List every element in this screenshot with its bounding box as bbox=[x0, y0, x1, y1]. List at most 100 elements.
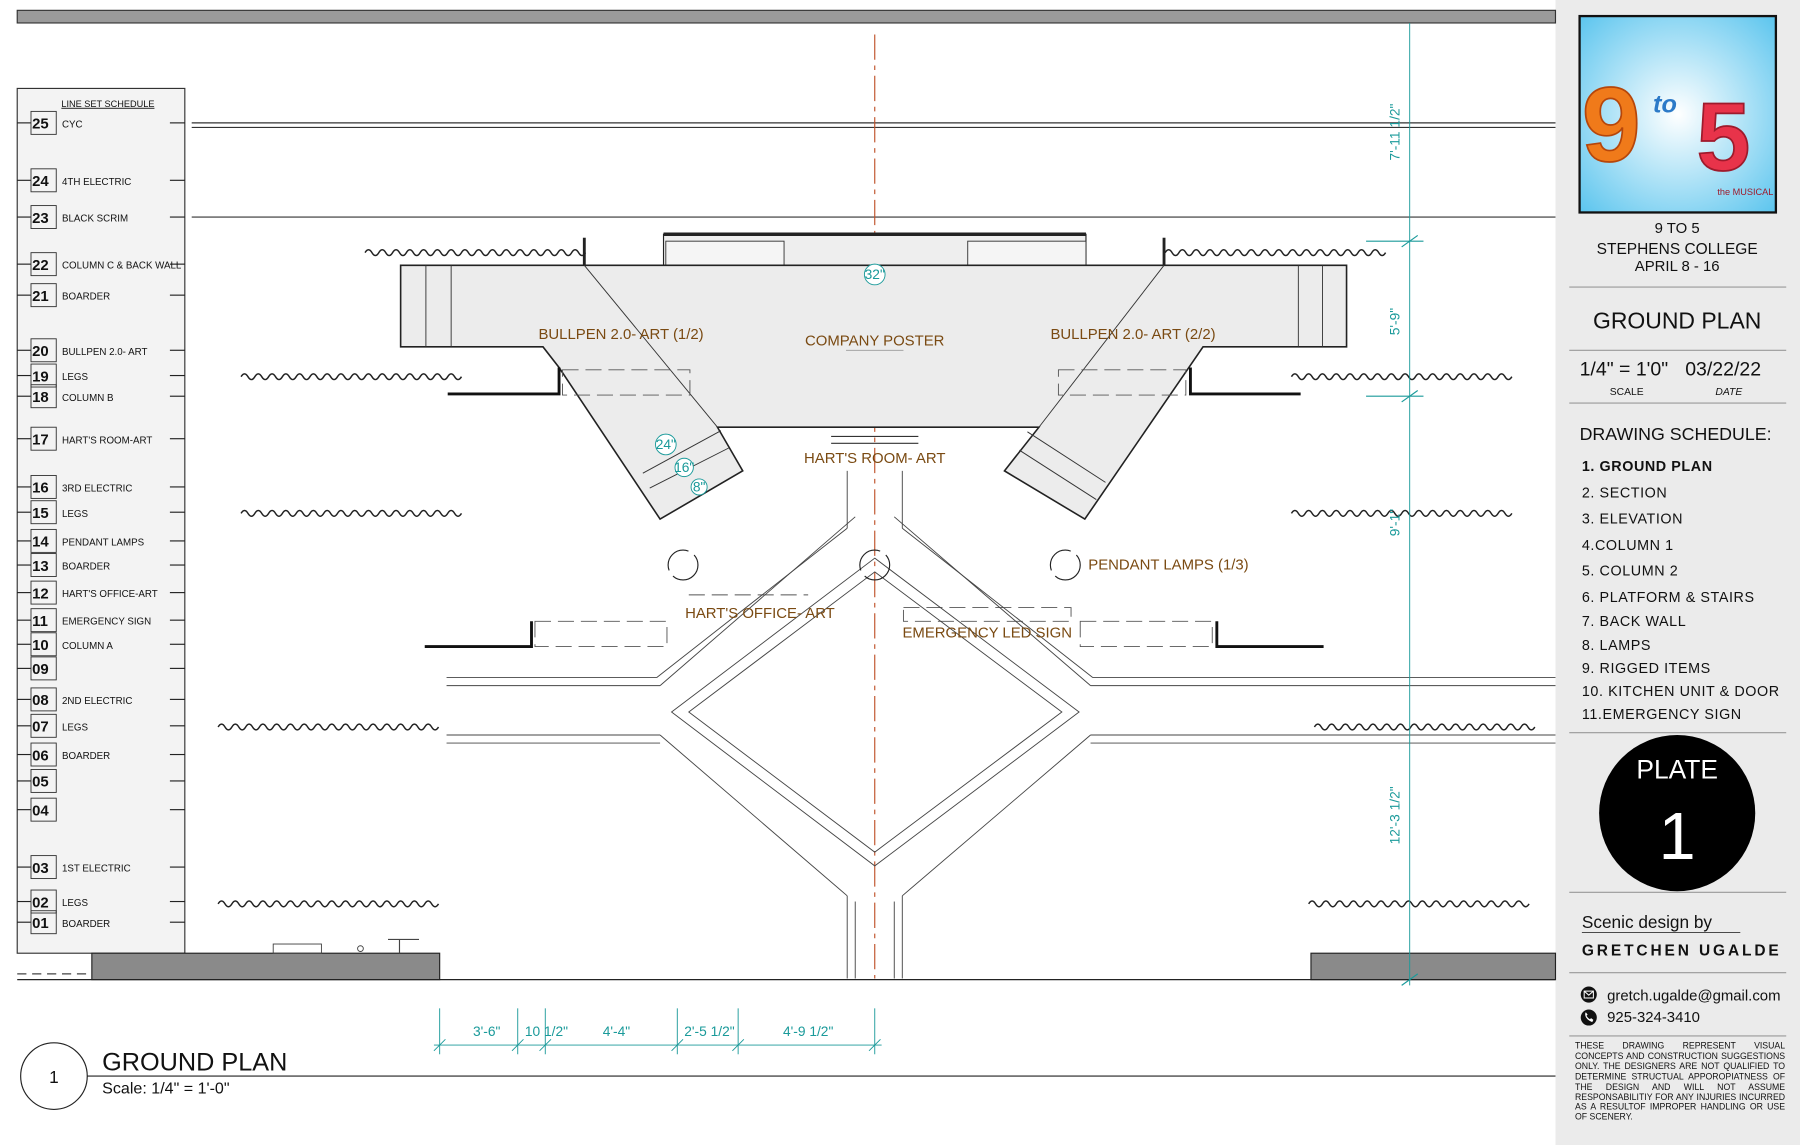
step-height-24: 24" bbox=[656, 437, 676, 452]
line-set-label: 3RD ELECTRIC bbox=[62, 484, 132, 495]
office-flats bbox=[534, 594, 1213, 648]
line-set-row: 21 BOARDER bbox=[17, 283, 185, 308]
horizontal-dimension: 3'-6" 10 1/2" 4'-4" 2'-5 1/2" 4'-9 1/2" bbox=[433, 1008, 882, 1055]
drawing-schedule-item: 11.EMERGENCY SIGN bbox=[1582, 707, 1742, 723]
line-set-label: LEGS bbox=[62, 509, 89, 520]
show-name: 9 TO 5 bbox=[1655, 220, 1700, 237]
designer-name: GRETCHEN UGALDE bbox=[1582, 943, 1782, 960]
line-set-number: 22 bbox=[32, 257, 49, 274]
line-set-number: 18 bbox=[32, 389, 49, 406]
masking-legs bbox=[217, 249, 1536, 908]
dim-horizontal-1: 3'-6" bbox=[473, 1024, 501, 1039]
line-set-number: 04 bbox=[32, 802, 49, 819]
label-harts-office: HART'S OFFICE- ART bbox=[685, 605, 835, 622]
line-set-number: 21 bbox=[32, 288, 49, 305]
line-set-row: 09 bbox=[17, 656, 185, 681]
drawing-scale: Scale: 1/4" = 1'-0" bbox=[102, 1079, 230, 1097]
label-harts-room: HART'S ROOM- ART bbox=[804, 450, 945, 467]
drawing-schedule-item: 6. PLATFORM & STAIRS bbox=[1582, 590, 1755, 606]
masking-leg-wave bbox=[217, 900, 440, 908]
line-set-row: 20 BULLPEN 2.0- ART bbox=[17, 338, 185, 363]
line-set-label: HART'S ROOM-ART bbox=[62, 435, 152, 446]
masking-leg-wave bbox=[240, 373, 463, 381]
line-set-number: 24 bbox=[32, 173, 49, 190]
line-set-row: 06 BOARDER bbox=[17, 742, 185, 767]
scale-value: 1/4" = 1'0" bbox=[1580, 359, 1669, 381]
line-set-row: 16 3RD ELECTRIC bbox=[17, 474, 185, 499]
label-emergency-sign: EMERGENCY LED SIGN bbox=[902, 624, 1071, 641]
line-set-number: 25 bbox=[32, 116, 49, 133]
scale-label: SCALE bbox=[1610, 387, 1644, 398]
masking-leg-wave bbox=[1164, 249, 1387, 257]
drawing-schedule-title: DRAWING SCHEDULE: bbox=[1580, 424, 1772, 444]
label-pendant-lamps: PENDANT LAMPS (1/3) bbox=[1088, 557, 1248, 574]
line-set-row: 23 BLACK SCRIM bbox=[17, 205, 185, 229]
line-set-number: 08 bbox=[32, 692, 49, 709]
line-set-number: 15 bbox=[32, 505, 49, 522]
step-height-16: 16" bbox=[674, 460, 694, 475]
line-set-number: 20 bbox=[32, 343, 49, 360]
line-set-label: BULLPEN 2.0- ART bbox=[62, 347, 147, 358]
line-set-label: 4TH ELECTRIC bbox=[62, 177, 131, 188]
line-set-number: 06 bbox=[32, 747, 49, 764]
sheet-title: GROUND PLAN bbox=[1593, 307, 1761, 333]
line-set-number: 17 bbox=[32, 431, 49, 448]
line-set-number: 23 bbox=[32, 210, 49, 227]
vertical-dimension: 7'-11 1/2" 5'-9" 9'-1" 12'-3 1/2" bbox=[1366, 22, 1424, 986]
drawing-title: 1 GROUND PLAN Scale: 1/4" = 1'-0" bbox=[20, 1042, 1556, 1110]
drawing-schedule-item: 4.COLUMN 1 bbox=[1582, 538, 1674, 554]
line-set-label: BOARDER bbox=[62, 919, 110, 930]
masking-leg-wave bbox=[1290, 373, 1513, 381]
svg-text:9: 9 bbox=[1582, 66, 1641, 184]
dim-vertical-3: 9'-1" bbox=[1387, 509, 1402, 537]
svg-text:the MUSICAL: the MUSICAL bbox=[1717, 187, 1773, 197]
label-bullpen-right: BULLPEN 2.0- ART (2/2) bbox=[1050, 326, 1215, 343]
line-set-number: 05 bbox=[32, 774, 49, 791]
dim-horizontal-4: 2'-5 1/2" bbox=[684, 1024, 734, 1039]
line-set-number: 13 bbox=[32, 558, 49, 575]
line-set-label: BLACK SCRIM bbox=[62, 214, 128, 225]
line-set-label: CYC bbox=[62, 119, 83, 130]
line-set-label: BOARDER bbox=[62, 751, 110, 762]
plan-labels: BULLPEN 2.0- ART (1/2) COMPANY POSTER BU… bbox=[538, 263, 1249, 641]
floor-paths bbox=[446, 470, 1556, 979]
drawing-title-text: GROUND PLAN bbox=[102, 1048, 287, 1076]
disclaimer: THESE DRAWING REPRESENT VISUAL CONCEPTS … bbox=[1575, 1041, 1786, 1123]
line-set-number: 10 bbox=[32, 637, 49, 654]
designer-caption: Scenic design by bbox=[1582, 912, 1713, 932]
designer-email[interactable]: gretch.ugalde@gmail.com bbox=[1607, 987, 1780, 1004]
upstage-wall-bar bbox=[16, 9, 1557, 24]
designer-phone[interactable]: 925-324-3410 bbox=[1607, 1009, 1700, 1026]
drawing-schedule-item: 7. BACK WALL bbox=[1582, 614, 1686, 630]
svg-text:to: to bbox=[1653, 91, 1677, 119]
label-company-poster: COMPANY POSTER bbox=[805, 333, 945, 350]
show-logo: 9 to 5 the MUSICAL bbox=[1578, 14, 1778, 214]
drawing-schedule-item: 1. GROUND PLAN bbox=[1582, 459, 1713, 475]
bullpen-platform bbox=[399, 232, 1348, 521]
drawing-number: 1 bbox=[49, 1067, 59, 1087]
line-set-number: 16 bbox=[32, 480, 49, 497]
line-set-number: 12 bbox=[32, 585, 49, 602]
line-set-number: 14 bbox=[32, 534, 49, 551]
line-set-row: 04 bbox=[17, 797, 185, 822]
batten-lines bbox=[191, 122, 1556, 218]
line-set-row: 24 4TH ELECTRIC bbox=[17, 168, 185, 193]
plate-number: 1 bbox=[1659, 800, 1696, 874]
run-dates: APRIL 8 - 16 bbox=[1635, 258, 1720, 275]
dim-vertical-1: 7'-11 1/2" bbox=[1387, 103, 1402, 160]
line-set-number: 02 bbox=[32, 894, 49, 911]
date-label: DATE bbox=[1715, 387, 1742, 398]
line-set-number: 09 bbox=[32, 661, 49, 678]
line-set-number: 19 bbox=[32, 368, 49, 385]
line-set-number: 01 bbox=[32, 915, 49, 932]
line-set-label: LEGS bbox=[62, 722, 89, 733]
line-set-title: LINE SET SCHEDULE bbox=[61, 99, 154, 109]
proscenium bbox=[17, 938, 1557, 981]
line-set-row: 01 BOARDER bbox=[17, 910, 185, 935]
venue: STEPHENS COLLEGE bbox=[1597, 241, 1758, 258]
line-set-label: BOARDER bbox=[62, 292, 110, 303]
line-set-label: EMERGENCY SIGN bbox=[62, 617, 151, 628]
line-set-number: 11 bbox=[32, 613, 48, 630]
